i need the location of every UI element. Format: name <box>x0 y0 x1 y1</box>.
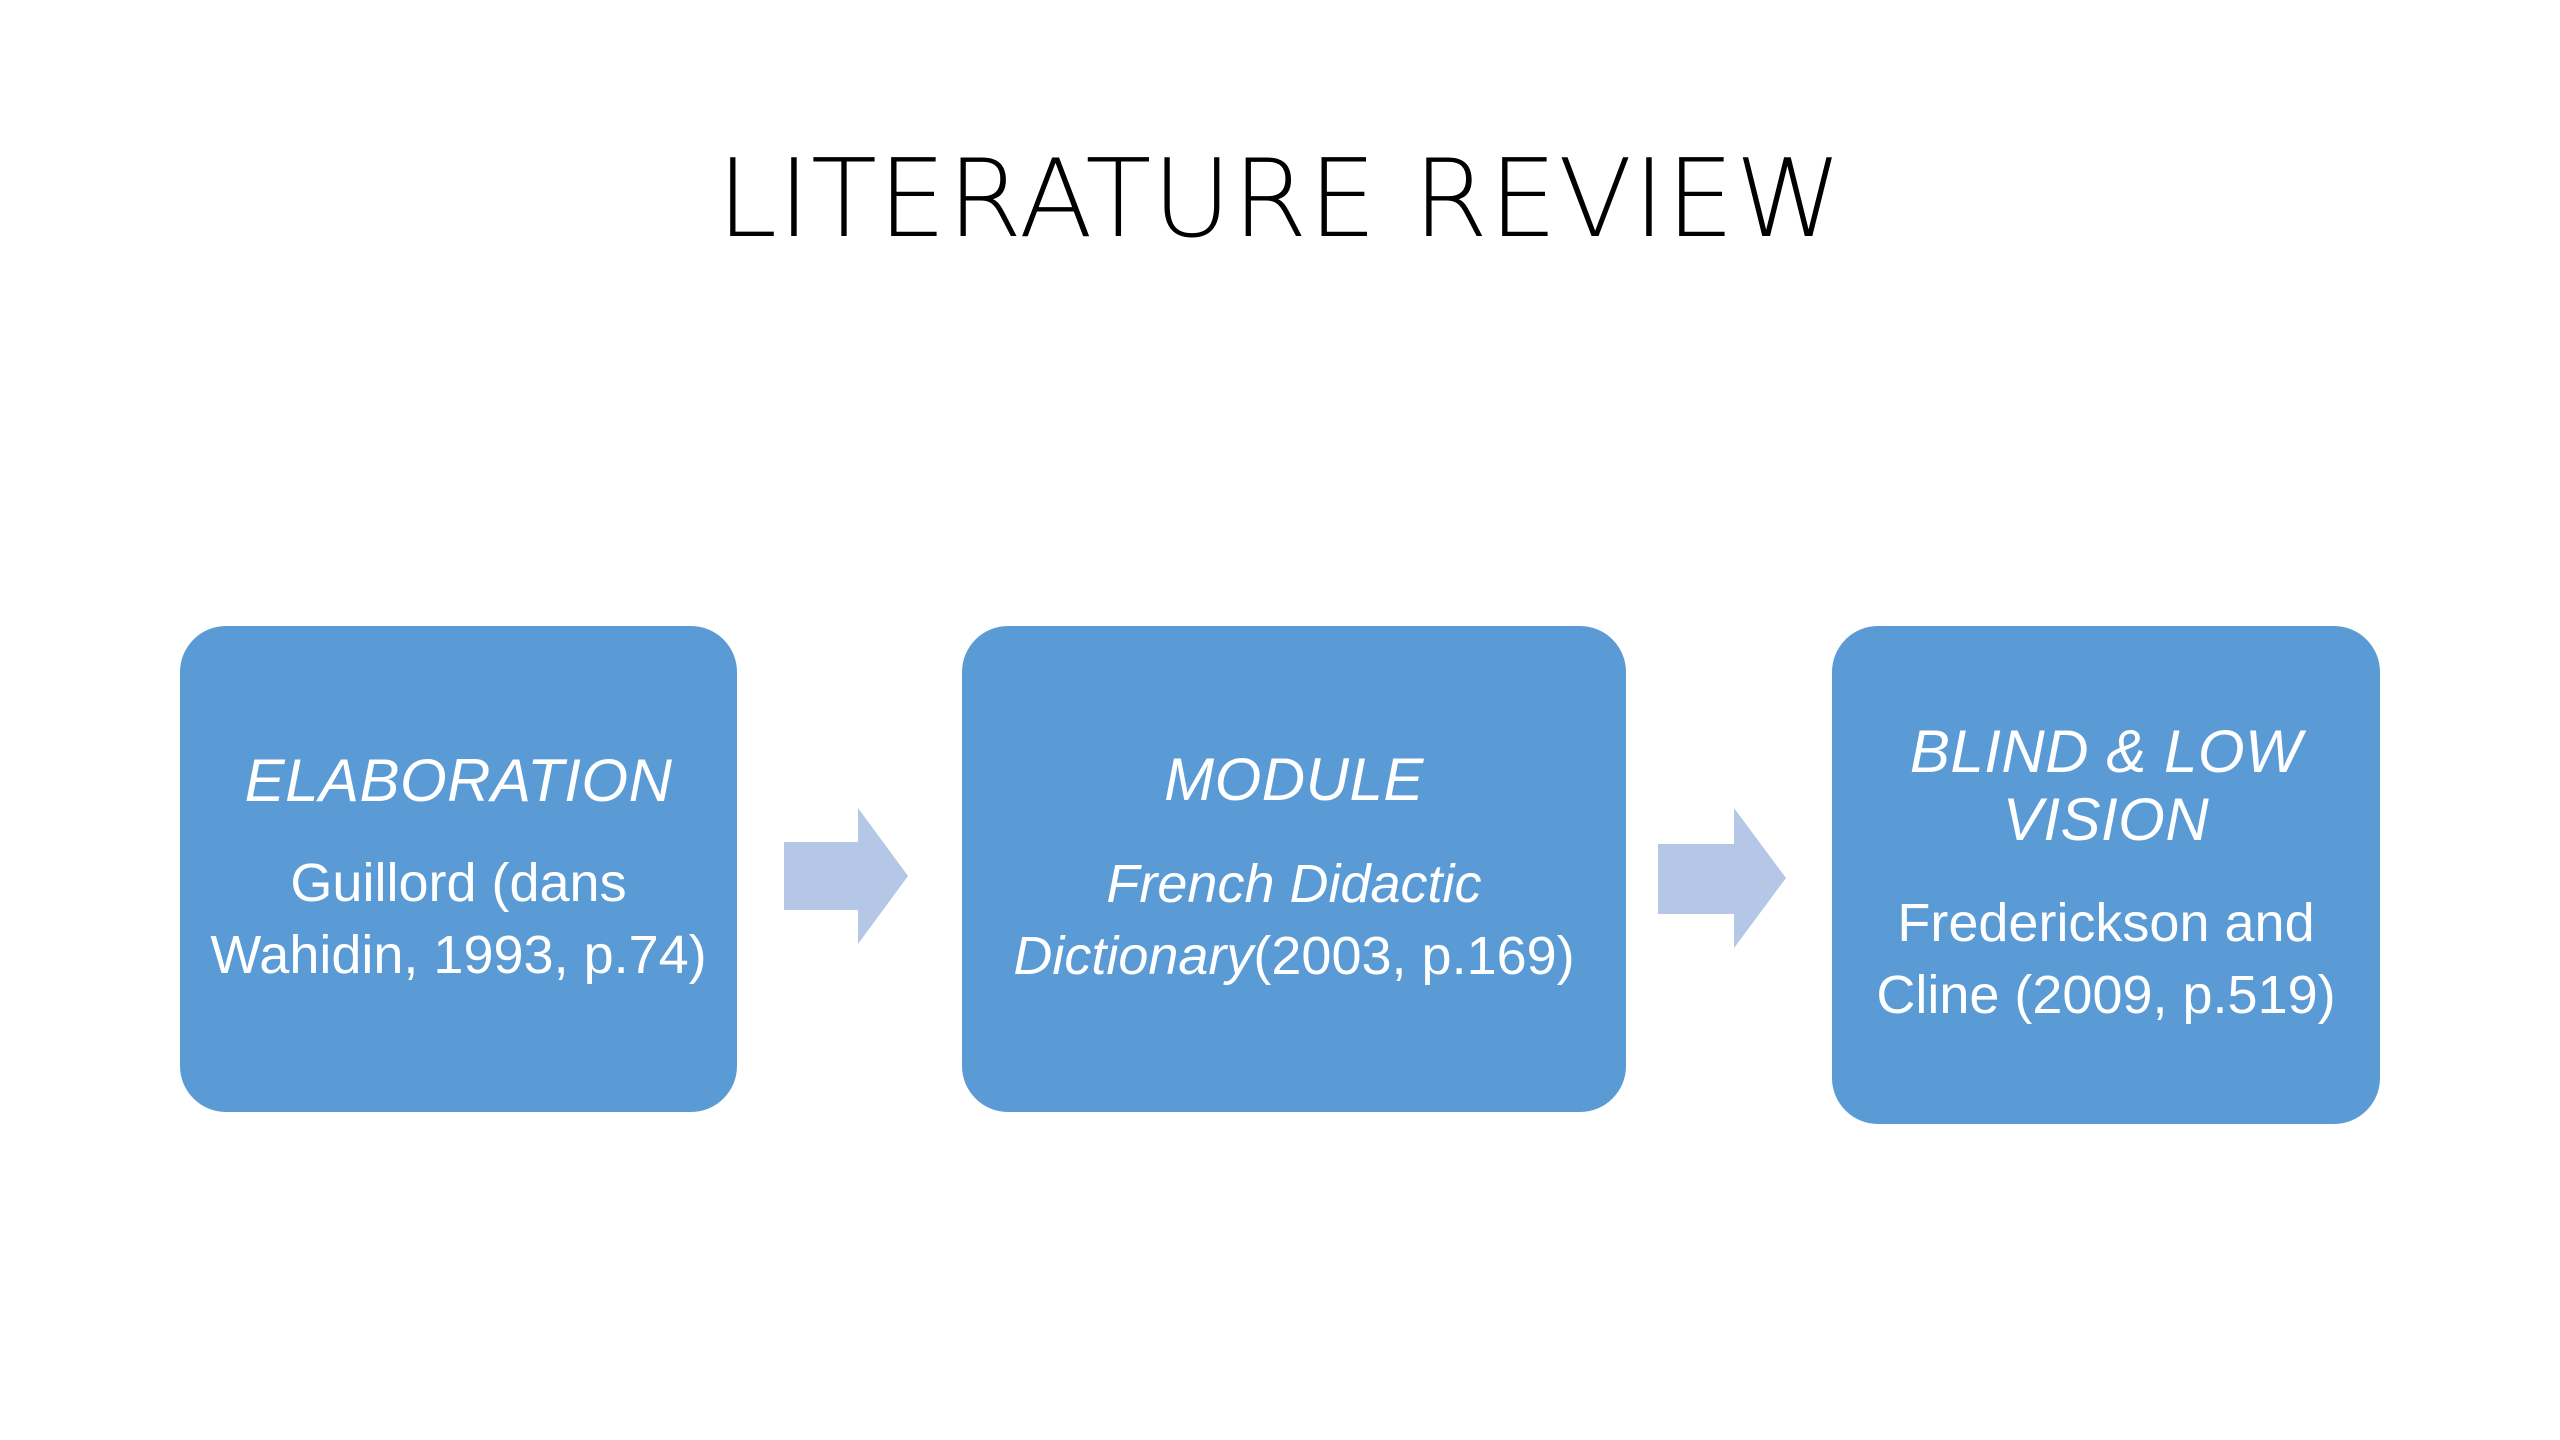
node-heading: ELABORATION <box>244 747 673 815</box>
node-citation: Frederickson and Cline (2009, p.519) <box>1862 887 2350 1032</box>
diagram-node-blind-low-vision[interactable]: BLIND & LOW VISION Frederickson and Clin… <box>1832 626 2380 1124</box>
node-citation: French Didactic Dictionary(2003, p.169) <box>992 848 1596 993</box>
node-citation-reference: (2003, p.169) <box>1253 926 1575 987</box>
diagram-node-elaboration[interactable]: ELABORATION Guillord (dans Wahidin, 1993… <box>180 626 737 1112</box>
node-citation-text: Guillord (dans Wahidin, 1993, p.74) <box>210 853 707 986</box>
page-title: LITERATURE REVIEW <box>716 137 1844 262</box>
node-heading: BLIND & LOW VISION <box>1909 718 2303 853</box>
node-citation: Guillord (dans Wahidin, 1993, p.74) <box>210 847 707 992</box>
node-citation-text: Frederickson and Cline (2009, p.519) <box>1876 892 2336 1026</box>
diagram-node-module[interactable]: MODULE French Didactic Dictionary(2003, … <box>962 626 1626 1112</box>
node-heading: MODULE <box>1164 746 1424 814</box>
node-citation-source: French Didactic Dictionary <box>1013 854 1482 987</box>
